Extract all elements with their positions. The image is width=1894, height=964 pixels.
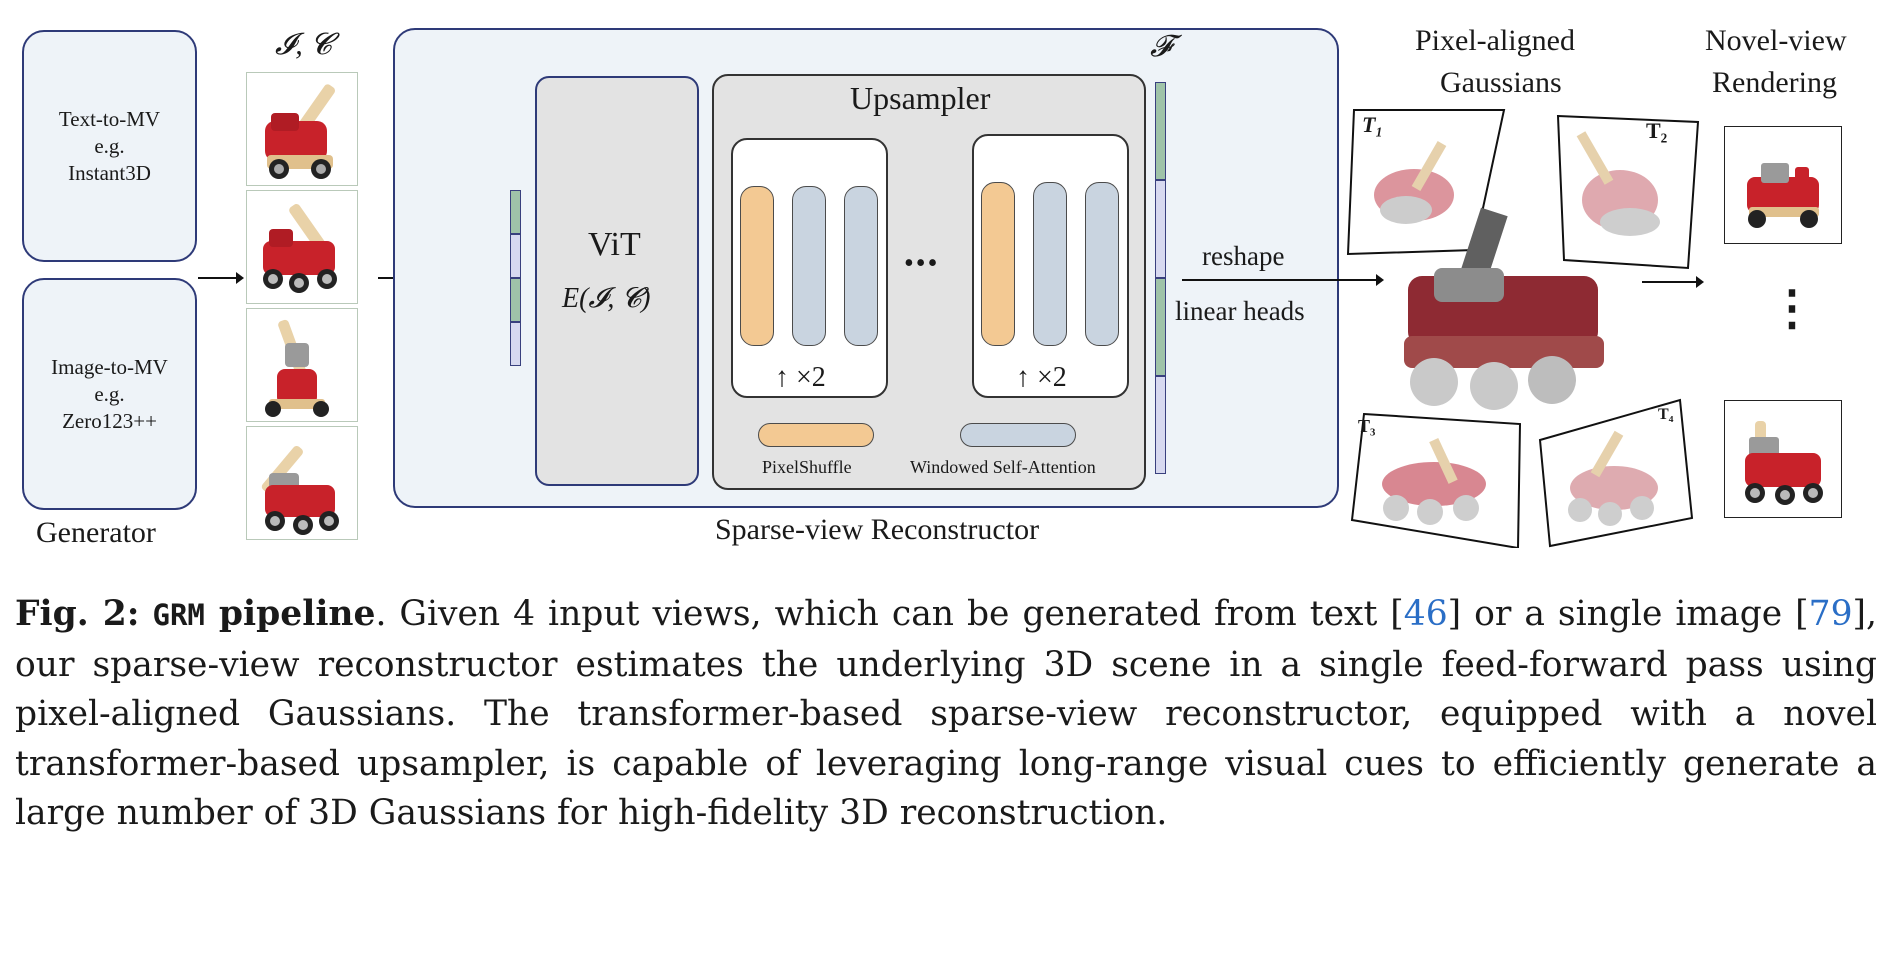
camera-label-t1: T₁: [1362, 112, 1384, 137]
features-label: 𝓕: [1150, 30, 1173, 63]
toy-truck-icon: [263, 204, 337, 293]
attention-bar: [792, 186, 826, 346]
vit-title: ViT: [588, 226, 641, 263]
text-to-mv-line2: e.g.: [94, 133, 125, 158]
rendered-view-1: [1724, 126, 1842, 244]
inputs-label: 𝓘, 𝓒: [275, 28, 332, 61]
pixelshuffle-bar: [740, 186, 774, 346]
image-to-mv-line3: Zero123++: [62, 408, 157, 433]
legend-pixelshuffle-swatch: [758, 423, 874, 447]
generator-label: Generator: [36, 516, 156, 549]
vit-formula: E(𝓘, 𝓒): [562, 283, 651, 314]
figure-caption: Fig. 2: GRM pipeline. Given 4 input view…: [15, 590, 1877, 839]
rendering-title-1: Novel-view: [1705, 24, 1847, 57]
upsample-scale-right: ↑ ×2: [1016, 362, 1067, 393]
camera-label-t4: T₄: [1658, 406, 1674, 423]
pixelshuffle-bar: [981, 182, 1015, 346]
caption-method-name: GRM pipeline: [152, 594, 375, 634]
gaussian-cloud-2: [1576, 131, 1660, 236]
arrow-linear-heads: [1182, 274, 1384, 286]
input-view-2: [246, 190, 358, 304]
text-to-mv-line1: Text-to-MV: [58, 106, 161, 131]
image-to-mv-line1: Image-to-MV: [51, 354, 168, 379]
toy-truck-icon: [1747, 163, 1819, 228]
rendering-vertical-ellipsis: ⋮: [1768, 282, 1816, 335]
gaussians-title-2: Gaussians: [1440, 66, 1562, 99]
vit-block: [535, 76, 699, 486]
legend-pixelshuffle-label: PixelShuffle: [762, 457, 852, 477]
rendering-title-2: Rendering: [1712, 66, 1837, 99]
upsample-scale-left: ↑ ×2: [775, 362, 826, 393]
linear-heads-label: linear heads: [1175, 296, 1305, 326]
input-view-4: [246, 426, 358, 540]
reshape-label: reshape: [1202, 241, 1285, 271]
token-1: [510, 190, 521, 234]
token-3: [510, 278, 521, 322]
reconstructor-label: Sparse-view Reconstructor: [715, 513, 1040, 546]
caption-method-mono: GRM: [152, 598, 205, 632]
caption-part3: ], our sparse-view reconstructor estimat…: [15, 594, 1877, 833]
token-4: [510, 322, 521, 366]
attention-bar: [1033, 182, 1067, 346]
arrow-generator-to-views: [198, 272, 244, 284]
upsampler-ellipsis: •••: [904, 248, 940, 279]
toy-truck-icon: [261, 445, 339, 535]
attention-bar: [844, 186, 878, 346]
gaussians-title-1: Pixel-aligned: [1415, 24, 1575, 57]
image-to-mv-line2: e.g.: [94, 381, 125, 406]
citation-link-79[interactable]: 79: [1808, 594, 1853, 634]
text-to-mv-box: Text-to-MV e.g. Instant3D: [22, 30, 197, 262]
gaussian-cloud-4: [1568, 430, 1658, 526]
rendered-view-2: [1724, 400, 1842, 518]
citation-link-46[interactable]: 46: [1403, 594, 1448, 634]
gaussian-view-frames: [1346, 109, 1700, 548]
caption-method-bold: pipeline: [218, 594, 376, 634]
gaussian-truck-center: [1404, 207, 1604, 410]
caption-part1: . Given 4 input views, which can be gene…: [375, 594, 1404, 634]
gaussian-cloud-3: [1382, 437, 1486, 525]
image-to-mv-box: Image-to-MV e.g. Zero123++: [22, 278, 197, 510]
upsampler-title: Upsampler: [850, 80, 991, 116]
attention-bar: [1085, 182, 1119, 346]
caption-fig-label: Fig. 2:: [15, 594, 140, 634]
gaussian-cloud-1: [1374, 140, 1454, 224]
camera-label-t2: T₂: [1646, 118, 1668, 143]
input-view-3: [246, 308, 358, 422]
camera-label-t3: T₃: [1358, 416, 1376, 436]
feature-1: [1155, 82, 1166, 180]
input-view-1: [246, 72, 358, 186]
feature-2: [1155, 180, 1166, 278]
caption-part2: ] or a single image [: [1447, 594, 1809, 634]
legend-attention-swatch: [960, 423, 1076, 447]
feature-4: [1155, 376, 1166, 474]
feature-3: [1155, 278, 1166, 376]
arrow-to-rendering: [1642, 276, 1704, 288]
toy-truck-icon: [265, 319, 329, 417]
text-to-mv-line3: Instant3D: [68, 160, 151, 185]
legend-attention-label: Windowed Self-Attention: [910, 457, 1096, 477]
toy-truck-icon: [265, 84, 335, 179]
token-2: [510, 234, 521, 278]
toy-truck-icon: [1745, 421, 1823, 505]
